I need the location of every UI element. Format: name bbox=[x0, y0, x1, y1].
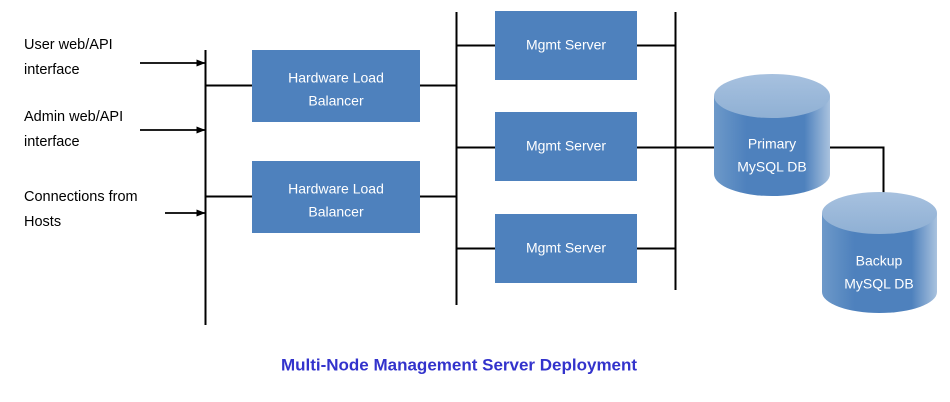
hardware-load-balancer-2-shape[interactable] bbox=[252, 161, 420, 233]
diagram-title: Multi-Node Management Server Deployment bbox=[281, 355, 637, 374]
hardware-load-balancer-2[interactable]: Hardware Load Balancer bbox=[252, 161, 420, 233]
backup-mysql-db-top bbox=[822, 192, 937, 234]
link-primary-db-to-backup-db bbox=[830, 146, 885, 213]
side-label-admin-web-api: Admin web/API interface bbox=[24, 109, 123, 150]
hardware-load-balancer-1-label-line1: Hardware Load bbox=[288, 70, 384, 86]
mgmt-server-3-shape[interactable] bbox=[495, 214, 637, 283]
mgmt-server-3-label: Mgmt Server bbox=[526, 240, 606, 256]
hardware-load-balancer-2-label-line2: Balancer bbox=[308, 204, 364, 220]
mgmt-server-2-label: Mgmt Server bbox=[526, 138, 606, 154]
mgmt-server-2-shape[interactable] bbox=[495, 112, 637, 181]
side-label-user-web-api: User web/API interface bbox=[24, 37, 113, 78]
hardware-load-balancer-1-shape[interactable] bbox=[252, 50, 420, 122]
side-label-connections-from-hosts: Connections from Hosts bbox=[24, 189, 138, 230]
side-label-user-web-api-line2: interface bbox=[24, 62, 80, 78]
backup-mysql-db-body[interactable] bbox=[822, 213, 937, 313]
primary-mysql-db-top bbox=[714, 74, 830, 118]
side-label-connections-from-hosts-line2: Hosts bbox=[24, 214, 61, 230]
mgmt-server-1[interactable]: Mgmt Server bbox=[495, 11, 637, 80]
mgmt-server-2[interactable]: Mgmt Server bbox=[495, 112, 637, 181]
side-label-admin-web-api-line2: interface bbox=[24, 134, 80, 150]
hardware-load-balancer-1-label-line2: Balancer bbox=[308, 93, 364, 109]
side-label-connections-from-hosts-line1: Connections from bbox=[24, 189, 138, 205]
backup-mysql-db-label-line2: MySQL DB bbox=[844, 276, 914, 292]
primary-mysql-db-label-line1: Primary bbox=[748, 136, 796, 152]
primary-mysql-db-label-line2: MySQL DB bbox=[737, 159, 807, 175]
hardware-load-balancer-1[interactable]: Hardware Load Balancer bbox=[252, 50, 420, 122]
mgmt-server-1-label: Mgmt Server bbox=[526, 37, 606, 53]
primary-mysql-db[interactable]: Primary MySQL DB bbox=[714, 74, 830, 196]
hardware-load-balancer-2-label-line1: Hardware Load bbox=[288, 181, 384, 197]
primary-mysql-db-body[interactable] bbox=[714, 96, 830, 196]
backup-mysql-db[interactable]: Backup MySQL DB bbox=[822, 192, 937, 313]
mgmt-server-3[interactable]: Mgmt Server bbox=[495, 214, 637, 283]
backup-mysql-db-label-line1: Backup bbox=[856, 253, 903, 269]
side-label-user-web-api-line1: User web/API bbox=[24, 37, 113, 53]
incoming-arrows bbox=[140, 59, 206, 217]
side-label-admin-web-api-line1: Admin web/API bbox=[24, 109, 123, 125]
mgmt-server-1-shape[interactable] bbox=[495, 11, 637, 80]
